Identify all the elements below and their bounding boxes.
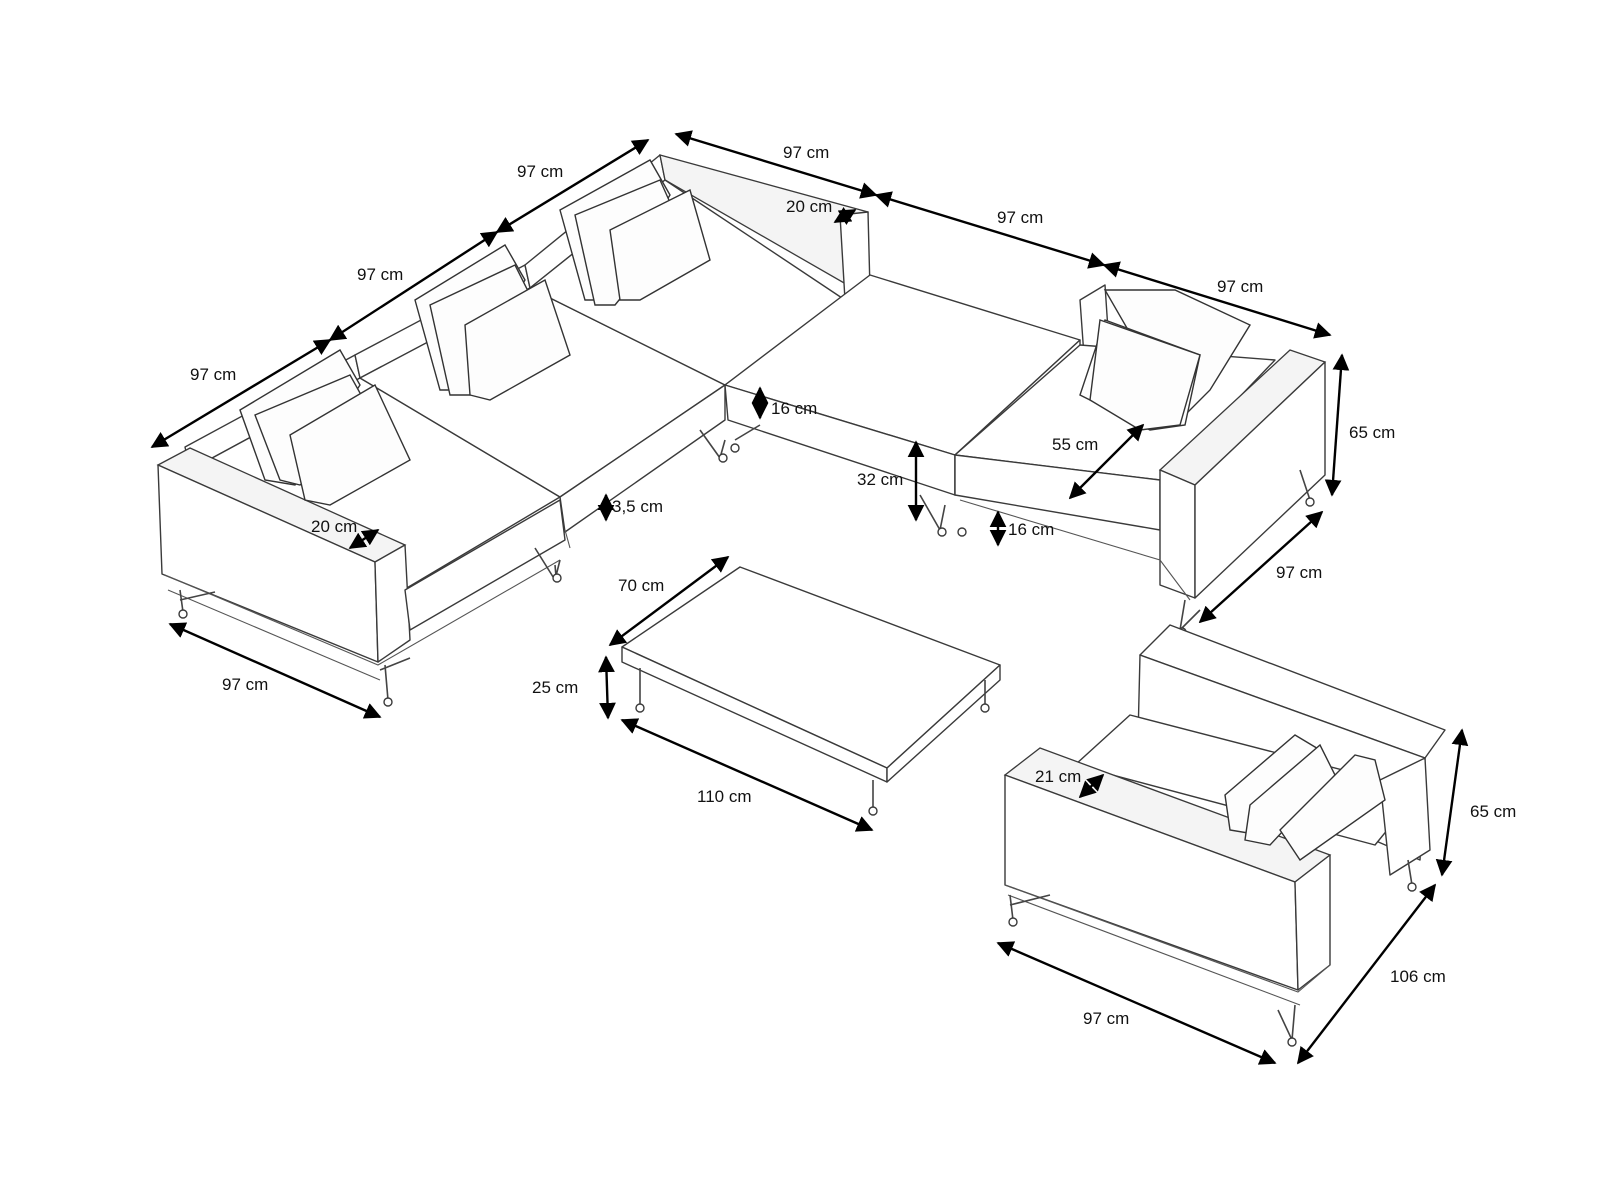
label-seat-cushion-1: 16 cm: [771, 399, 817, 418]
arrow-table-width: [608, 555, 730, 647]
arrow-table-length: [620, 718, 874, 832]
label-top-mid-2: 97 cm: [997, 208, 1043, 227]
arrow-left-bottom: [168, 622, 382, 719]
arrow-seat-depth: [1068, 423, 1145, 500]
coffee-table: [621, 566, 1001, 816]
label-armchair-arm: 21 cm: [1035, 767, 1081, 786]
arrow-top-right: [1102, 261, 1332, 339]
label-armchair-height: 65 cm: [1470, 802, 1516, 821]
label-top-left-2: 97 cm: [357, 265, 403, 284]
label-backrest-depth: 20 cm: [786, 197, 832, 216]
arrow-table-height: [598, 655, 616, 720]
label-armchair-depth: 106 cm: [1390, 967, 1446, 986]
dimension-arrows: [150, 130, 1469, 1065]
label-top-left-1: 97 cm: [190, 365, 236, 384]
label-left-bottom: 97 cm: [222, 675, 268, 694]
label-table-width: 70 cm: [618, 576, 664, 595]
arrow-top-left-2: [328, 230, 499, 342]
arrow-sofa-height: [1324, 353, 1350, 497]
arrow-top-mid-1: [674, 130, 878, 199]
label-armrest-width: 20 cm: [311, 517, 357, 536]
arrow-backrest: [833, 207, 857, 225]
label-top-mid-1: 97 cm: [783, 143, 829, 162]
label-seat-cushion-2: 16 cm: [1008, 520, 1054, 539]
arrow-top-mid-2: [874, 191, 1106, 269]
armchair: [1003, 624, 1446, 1047]
label-sofa-height: 65 cm: [1349, 423, 1395, 442]
arrow-armchair-depth: [1296, 883, 1437, 1065]
label-top-left-3: 97 cm: [517, 162, 563, 181]
label-seat-height: 32 cm: [857, 470, 903, 489]
label-table-length: 110 cm: [697, 787, 752, 806]
arrow-top-left-1: [150, 338, 332, 449]
label-armchair-width: 97 cm: [1083, 1009, 1129, 1028]
arrow-armchair-arm: [1078, 773, 1105, 799]
label-right-depth: 97 cm: [1276, 563, 1322, 582]
label-table-height: 25 cm: [532, 678, 578, 697]
label-top-right: 97 cm: [1217, 277, 1263, 296]
arrow-top-left-3: [495, 138, 650, 234]
arrow-right-depth: [1198, 510, 1324, 624]
arrow-armchair-height: [1435, 728, 1469, 877]
label-frame-thickness: 3,5 cm: [612, 497, 663, 516]
arrow-armchair-width: [996, 941, 1277, 1065]
label-seat-depth: 55 cm: [1052, 435, 1098, 454]
arrow-armrest: [348, 528, 380, 550]
dimension-labels: 97 cm 97 cm 97 cm 97 cm 97 cm 97 cm 20 c…: [190, 143, 1516, 1028]
